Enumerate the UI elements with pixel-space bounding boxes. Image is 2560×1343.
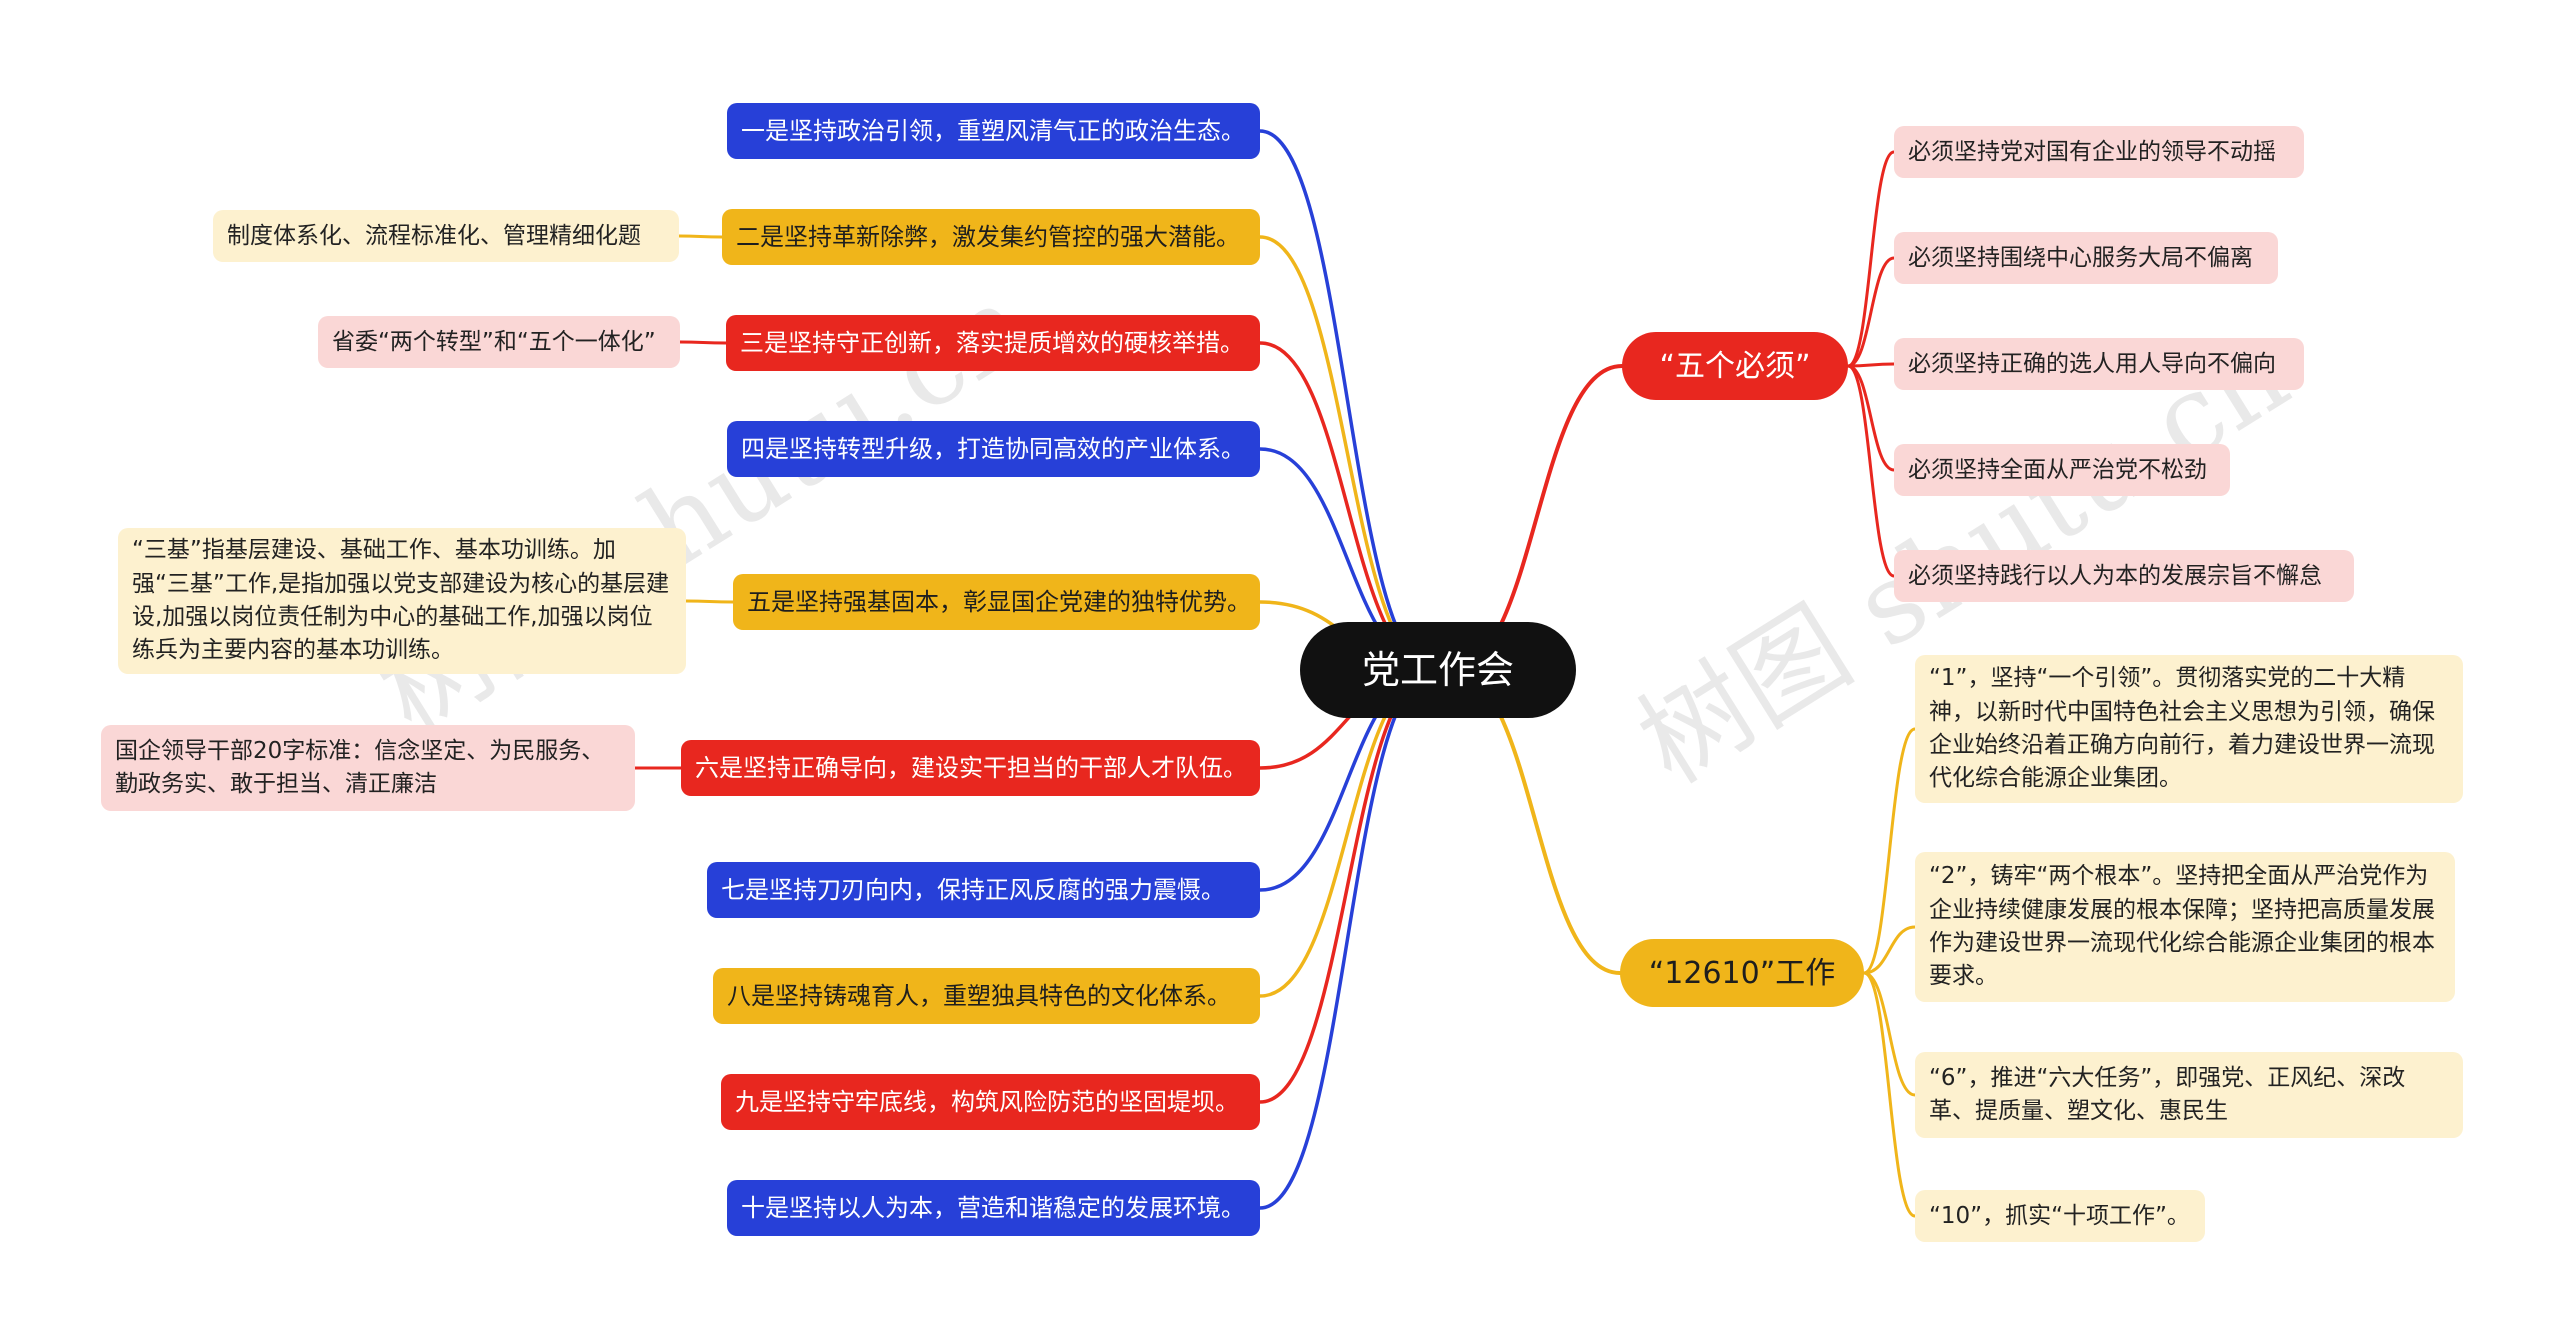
connector-note-3 (678, 340, 728, 345)
root-topic-label: 党工作会 (1361, 647, 1514, 692)
left-topic-1[interactable]: 一是坚持政治引领，重塑风清气正的政治生态。 (727, 103, 1260, 159)
work-item-4[interactable]: “10”，抓实“十项工作”。 (1915, 1190, 2205, 1242)
five-musts-item-4[interactable]: 必须坚持全面从严治党不松劲 (1894, 444, 2230, 496)
left-topic-3[interactable]: 三是坚持守正创新，落实提质增效的硬核举措。 (726, 315, 1260, 371)
connector-child-2-2 (1862, 925, 1917, 975)
connector-note-2 (677, 234, 724, 239)
work-item-1[interactable]: “1”，坚持“一个引领”。贯彻落实党的二十大精神，以新时代中国特色社会主义思想为… (1915, 655, 2463, 803)
root-topic[interactable]: 党工作会 (1300, 622, 1576, 718)
connector-child-1-2 (1846, 256, 1896, 368)
five-musts-item-2[interactable]: 必须坚持围绕中心服务大局不偏离 (1894, 232, 2278, 284)
left-topic-2[interactable]: 二是坚持革新除弊，激发集约管控的强大潜能。 (722, 209, 1260, 265)
connector-child-1-5 (1846, 364, 1896, 578)
connector-child-1-3 (1846, 362, 1896, 368)
connector-left-9 (1258, 668, 1437, 1104)
five-musts-item-5[interactable]: 必须坚持践行以人为本的发展宗旨不懈怠 (1894, 550, 2354, 602)
left-topic-6[interactable]: 六是坚持正确导向，建设实干担当的干部人才队伍。 (681, 740, 1260, 796)
work-item-2[interactable]: “2”，铸牢“两个根本”。坚持把全面从严治党作为企业持续健康发展的根本保障；坚持… (1915, 852, 2455, 1002)
branch-five-musts[interactable]: “五个必须” (1622, 332, 1848, 400)
connector-note-5 (684, 599, 735, 604)
note-topic-2[interactable]: 制度体系化、流程标准化、管理精细化题 (213, 210, 679, 262)
connector-child-1-1 (1846, 150, 1896, 368)
connector-child-2-3 (1862, 971, 1917, 1097)
work-item-3[interactable]: “6”，推进“六大任务”，即强党、正风纪、深改革、提质量、塑文化、惠民生 (1915, 1052, 2463, 1138)
note-topic-3[interactable]: 省委“两个转型”和“五个一体化” (318, 316, 680, 368)
connector-left-1 (1258, 129, 1437, 672)
note-topic-5[interactable]: “三基”指基层建设、基础工作、基本功训练。加强“三基”工作,是指加强以党支部建设… (118, 528, 686, 674)
left-topic-10[interactable]: 十是坚持以人为本，营造和谐稳定的发展环境。 (727, 1180, 1260, 1236)
left-topic-5[interactable]: 五是坚持强基固本，彰显国企党建的独特优势。 (733, 574, 1260, 630)
left-topic-7[interactable]: 七是坚持刀刃向内，保持正风反腐的强力震慑。 (707, 862, 1260, 918)
left-topic-8[interactable]: 八是坚持铸魂育人，重塑独具特色的文化体系。 (713, 968, 1260, 1024)
five-musts-item-1[interactable]: 必须坚持党对国有企业的领导不动摇 (1894, 126, 2304, 178)
connector-child-1-4 (1846, 364, 1896, 472)
left-topic-4[interactable]: 四是坚持转型升级，打造协同高效的产业体系。 (727, 421, 1260, 477)
left-topic-9[interactable]: 九是坚持守牢底线，构筑风险防范的坚固堤坝。 (721, 1074, 1260, 1130)
connector-child-2-4 (1862, 971, 1917, 1218)
branch-12610-work[interactable]: “12610”工作 (1620, 939, 1864, 1007)
note-topic-6[interactable]: 国企领导干部20字标准：信念坚定、为民服务、勤政务实、敢于担当、清正廉洁 (101, 725, 635, 811)
connector-left-10 (1258, 668, 1437, 1210)
connector-child-2-1 (1862, 727, 1917, 975)
five-musts-item-3[interactable]: 必须坚持正确的选人用人导向不偏向 (1894, 338, 2304, 390)
